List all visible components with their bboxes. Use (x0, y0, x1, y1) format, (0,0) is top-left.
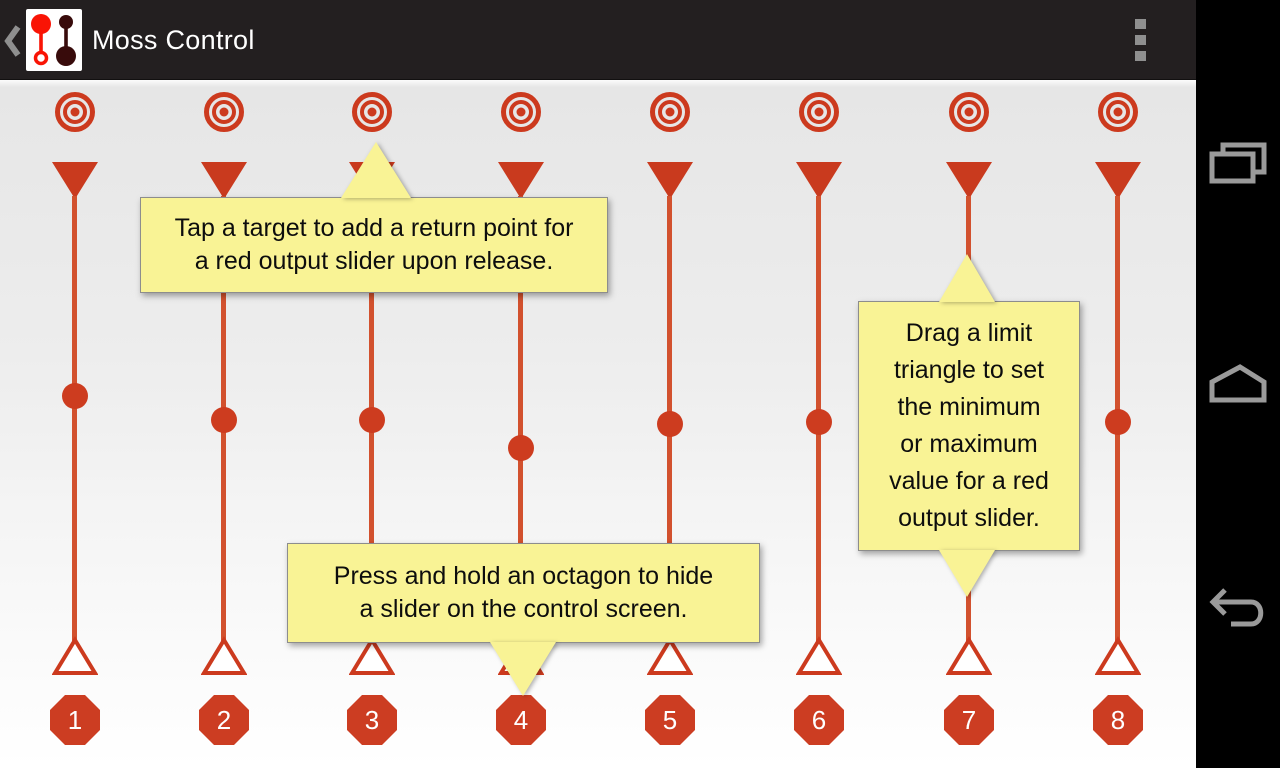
back-chevron-icon[interactable] (4, 24, 22, 58)
max-limit-triangle[interactable] (647, 162, 693, 199)
page-title: Moss Control (92, 25, 255, 55)
home-icon (1209, 364, 1267, 403)
target-icon[interactable] (350, 90, 394, 134)
min-limit-triangle[interactable] (1095, 636, 1141, 676)
slider-handle[interactable] (1105, 409, 1131, 435)
slider-handle[interactable] (806, 409, 832, 435)
tooltip-target-hint[interactable]: Tap a target to add a return point for a… (140, 142, 608, 293)
slider-track (72, 196, 77, 642)
octagon-label: 1 (67, 704, 83, 735)
tooltip-arrow-up-icon (341, 142, 411, 198)
octagon-label: 5 (662, 704, 678, 735)
overflow-menu-icon[interactable] (1135, 19, 1146, 67)
recents-icon (1209, 142, 1267, 184)
system-nav-bar (1196, 0, 1280, 768)
min-limit-triangle[interactable] (201, 636, 247, 676)
tooltip-arrow-down-icon (939, 550, 995, 597)
octagon-label: 2 (216, 704, 232, 735)
min-limit-triangle[interactable] (52, 636, 98, 676)
max-limit-triangle[interactable] (946, 162, 992, 199)
slider-handle[interactable] (62, 383, 88, 409)
app-logo-icon[interactable] (26, 9, 82, 71)
min-limit-triangle[interactable] (946, 636, 992, 676)
slider-handle[interactable] (508, 435, 534, 461)
min-limit-triangle[interactable] (349, 636, 395, 676)
tooltip-line: Tap a target to add a return point for (174, 214, 574, 242)
octagon-label: 6 (811, 704, 827, 735)
recents-button[interactable] (1196, 128, 1280, 198)
tooltip-octagon-hint[interactable]: Press and hold an octagon to hide a slid… (287, 543, 760, 696)
tooltip-line: triangle to set (893, 356, 1045, 384)
tooltip-text: Press and hold an octagon to hide a slid… (287, 543, 760, 643)
overflow-dot (1135, 19, 1146, 29)
octagon-button[interactable]: 5 (645, 695, 695, 745)
action-bar: Moss Control (0, 0, 1196, 80)
target-icon[interactable] (202, 90, 246, 134)
overflow-dot (1135, 51, 1146, 61)
octagon-label: 4 (513, 704, 529, 735)
max-limit-triangle[interactable] (52, 162, 98, 199)
tooltip-text: Drag a limit triangle to set the minimum… (858, 301, 1080, 551)
overflow-dot (1135, 35, 1146, 45)
tooltip-arrow-down-icon (490, 642, 556, 696)
tooltip-line: value for a red (889, 467, 1049, 495)
slider-handle[interactable] (657, 411, 683, 437)
octagon-button[interactable]: 3 (347, 695, 397, 745)
back-icon (1209, 588, 1264, 627)
min-limit-triangle[interactable] (647, 636, 693, 676)
target-icon[interactable] (797, 90, 841, 134)
max-limit-triangle[interactable] (796, 162, 842, 199)
octagon-button[interactable]: 4 (496, 695, 546, 745)
tooltip-text: Tap a target to add a return point for a… (140, 197, 608, 293)
tooltip-arrow-up-icon (939, 254, 995, 302)
octagon-label: 8 (1110, 704, 1126, 735)
octagon-button[interactable]: 2 (199, 695, 249, 745)
tooltip-line: a slider on the control screen. (359, 595, 688, 623)
tooltip-line: Press and hold an octagon to hide (333, 562, 714, 590)
target-icon[interactable] (499, 90, 543, 134)
slider-handle[interactable] (211, 407, 237, 433)
octagon-button[interactable]: 1 (50, 695, 100, 745)
target-icon[interactable] (1096, 90, 1140, 134)
octagon-button[interactable]: 6 (794, 695, 844, 745)
slider-track (518, 196, 523, 642)
tooltip-line: the minimum (897, 393, 1041, 421)
tooltip-line: output slider. (898, 504, 1040, 532)
max-limit-triangle[interactable] (498, 162, 544, 199)
tooltip-line: a red output slider upon release. (194, 247, 554, 275)
max-limit-triangle[interactable] (1095, 162, 1141, 199)
octagon-button[interactable]: 7 (944, 695, 994, 745)
octagon-label: 3 (364, 704, 380, 735)
octagon-label: 7 (961, 704, 977, 735)
back-button[interactable] (1196, 572, 1280, 642)
home-button[interactable] (1196, 348, 1280, 418)
target-icon[interactable] (947, 90, 991, 134)
tooltip-limit-hint[interactable]: Drag a limit triangle to set the minimum… (858, 254, 1080, 597)
slider-panel: 1 2 3 (0, 80, 1196, 768)
slider-handle[interactable] (359, 407, 385, 433)
target-icon[interactable] (53, 90, 97, 134)
target-icon[interactable] (648, 90, 692, 134)
tooltip-line: or maximum (900, 430, 1038, 458)
octagon-button[interactable]: 8 (1093, 695, 1143, 745)
tooltip-line: Drag a limit (905, 319, 1033, 347)
max-limit-triangle[interactable] (201, 162, 247, 199)
min-limit-triangle[interactable] (796, 636, 842, 676)
